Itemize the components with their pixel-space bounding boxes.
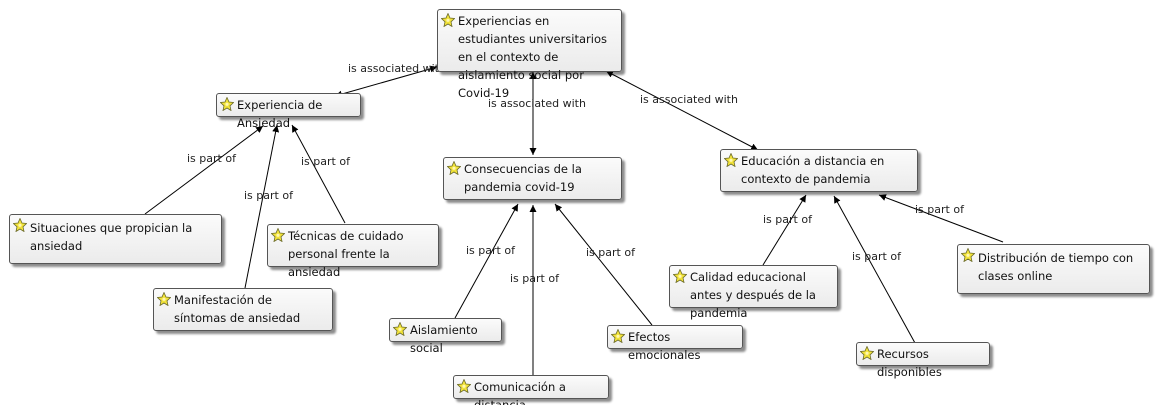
relation-label: is part of bbox=[510, 272, 559, 285]
node-quality[interactable]: Calidad educacional antes y después de l… bbox=[669, 265, 838, 320]
link-situations-anxiety bbox=[144, 125, 264, 215]
node-label: Calidad educacional antes y después de l… bbox=[690, 270, 816, 320]
concept-node-icon bbox=[611, 329, 625, 343]
node-situations[interactable]: Situaciones que propician la ansiedad bbox=[9, 214, 222, 264]
concept-node-icon bbox=[860, 346, 874, 360]
relation-label: is part of bbox=[466, 244, 515, 257]
link-resources-education bbox=[833, 195, 916, 344]
node-label: Recursos disponibles bbox=[877, 347, 942, 379]
relation-label: is associated with bbox=[640, 93, 738, 106]
node-symptoms[interactable]: Manifestación de síntomas de ansiedad bbox=[153, 288, 333, 331]
node-label: Manifestación de síntomas de ansiedad bbox=[174, 293, 301, 325]
relation-label: is part of bbox=[244, 189, 293, 202]
node-label: Técnicas de cuidado personal frente la a… bbox=[288, 229, 404, 279]
concept-node-icon bbox=[220, 97, 234, 111]
link-quality-education bbox=[762, 194, 807, 266]
node-label: Distribución de tiempo con clases online bbox=[978, 251, 1134, 283]
node-label: Efectos emocionales bbox=[628, 330, 701, 362]
concept-node-icon bbox=[673, 269, 687, 283]
link-isolation-consequences bbox=[454, 203, 519, 319]
node-isolation[interactable]: Aislamiento social bbox=[389, 318, 502, 355]
relation-label: is part of bbox=[187, 152, 236, 165]
node-label: Consecuencias de la pandemia covid-19 bbox=[464, 162, 582, 194]
concept-node-icon bbox=[441, 13, 455, 27]
node-label: Comunicación a distancia bbox=[474, 380, 566, 405]
node-label: Aislamiento social bbox=[410, 323, 478, 355]
link-root-education bbox=[605, 70, 759, 151]
node-anxiety[interactable]: Experiencia de Ansiedad bbox=[216, 93, 361, 130]
relation-label: is associated with bbox=[348, 62, 446, 75]
concept-node-icon bbox=[271, 228, 285, 242]
node-consequences[interactable]: Consecuencias de la pandemia covid-19 bbox=[443, 157, 622, 200]
concept-node-icon bbox=[393, 322, 407, 336]
concept-node-icon bbox=[157, 292, 171, 306]
node-education[interactable]: Educación a distancia en contexto de pan… bbox=[720, 149, 918, 192]
node-time[interactable]: Distribución de tiempo con clases online bbox=[957, 244, 1150, 294]
node-label: Educación a distancia en contexto de pan… bbox=[741, 154, 885, 186]
concept-node-icon bbox=[457, 379, 471, 393]
node-label: Situaciones que propician la ansiedad bbox=[30, 221, 193, 253]
link-root-anxiety bbox=[334, 65, 438, 98]
concept-node-icon bbox=[447, 161, 461, 175]
relation-label: is part of bbox=[852, 250, 901, 263]
link-time-education bbox=[878, 194, 1004, 243]
concept-node-icon bbox=[961, 248, 975, 262]
node-communication[interactable]: Comunicación a distancia bbox=[453, 375, 609, 405]
relation-label: is associated with bbox=[488, 97, 586, 110]
link-techniques-anxiety bbox=[291, 124, 346, 224]
relation-label: is part of bbox=[586, 246, 635, 259]
relation-label: is part of bbox=[301, 155, 350, 168]
node-root[interactable]: Experiencias en estudiantes universitari… bbox=[437, 9, 622, 100]
node-emotional[interactable]: Efectos emocionales bbox=[607, 325, 743, 362]
node-techniques[interactable]: Técnicas de cuidado personal frente la a… bbox=[267, 224, 439, 279]
node-resources[interactable]: Recursos disponibles bbox=[856, 342, 990, 379]
node-label: Experiencias en estudiantes universitari… bbox=[458, 14, 608, 100]
link-emotional-consequences bbox=[554, 203, 653, 326]
node-label: Experiencia de Ansiedad bbox=[237, 98, 323, 130]
concept-node-icon bbox=[724, 153, 738, 167]
concept-node-icon bbox=[13, 218, 27, 232]
relation-label: is part of bbox=[763, 213, 812, 226]
relation-label: is part of bbox=[915, 203, 964, 216]
link-symptoms-anxiety bbox=[244, 124, 280, 289]
